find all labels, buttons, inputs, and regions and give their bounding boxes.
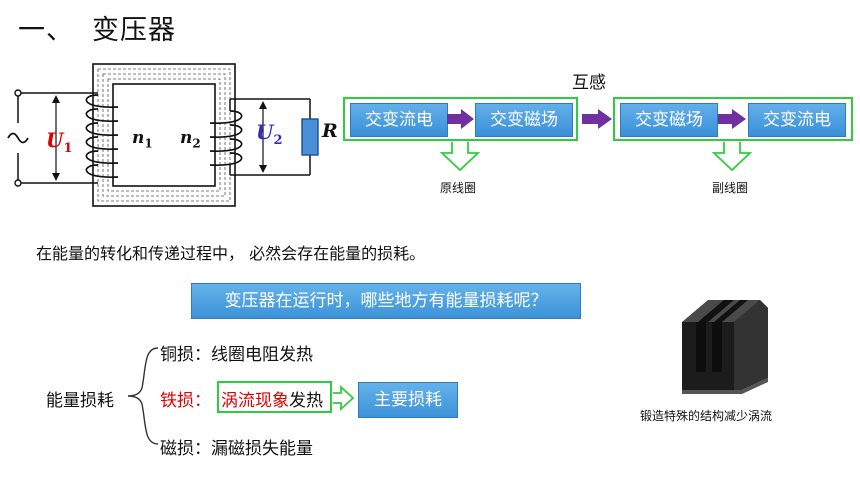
loss-heading: 能量损耗 <box>46 391 114 411</box>
resistor-icon <box>301 118 319 156</box>
section-number: 一、 <box>18 15 74 46</box>
copper-loss: 铜损：线圈电阻发热 <box>160 345 313 365</box>
resistor-label: R <box>322 120 338 142</box>
secondary-frame <box>613 97 853 141</box>
page-title: 一、变压器 <box>18 8 176 47</box>
arrow-right-icon <box>333 384 355 412</box>
arrow-right-icon <box>447 109 474 129</box>
question-box: 变压器在运行时，哪些地方有能量损耗呢？ <box>191 283 581 319</box>
arrow-down-icon <box>711 142 753 172</box>
secondary-coil <box>209 110 243 166</box>
mutual-induction-label: 互感 <box>572 73 606 93</box>
secondary-coil-label: 副线圈 <box>712 181 749 195</box>
u1-label: U1 <box>46 128 73 156</box>
primary-box-field: 交变磁场 <box>475 103 573 137</box>
n1-label: n1 <box>132 128 153 151</box>
arrow-right-icon <box>582 109 612 129</box>
n2-label: n2 <box>180 128 201 151</box>
secondary-box-field: 交变磁场 <box>620 103 718 137</box>
primary-box-current: 交变流电 <box>350 103 448 137</box>
core-caption: 锻造特殊的结构减少涡流 <box>640 409 773 423</box>
iron-loss: 铁损： <box>160 391 211 411</box>
transformer-core-image <box>682 300 768 394</box>
arrow-down-icon <box>439 142 481 172</box>
brace-icon <box>127 347 159 445</box>
secondary-box-current: 交变流电 <box>748 103 846 137</box>
main-loss-box: 主要损耗 <box>358 382 458 418</box>
core-lamination-3 <box>107 78 221 192</box>
primary-coil-label: 原线圈 <box>440 181 477 195</box>
arrow-right-icon <box>718 109 746 129</box>
intro-text: 在能量的转化和传递过程中， 必然会存在能量的损耗。 <box>36 244 426 263</box>
primary-coil <box>85 94 119 178</box>
iron-loss-desc: 涡流现象发热 <box>221 391 323 411</box>
section-title: 变压器 <box>92 15 176 46</box>
magnetic-loss: 磁损：漏磁损失能量 <box>160 439 313 459</box>
ac-source-icon <box>7 132 29 144</box>
flow-arrows <box>439 109 753 172</box>
core-lamination-2 <box>102 73 226 197</box>
primary-frame <box>343 97 578 141</box>
u2-label: U2 <box>256 120 283 148</box>
transformer-diagram <box>7 63 319 207</box>
iron-highlight-frame <box>217 381 332 413</box>
